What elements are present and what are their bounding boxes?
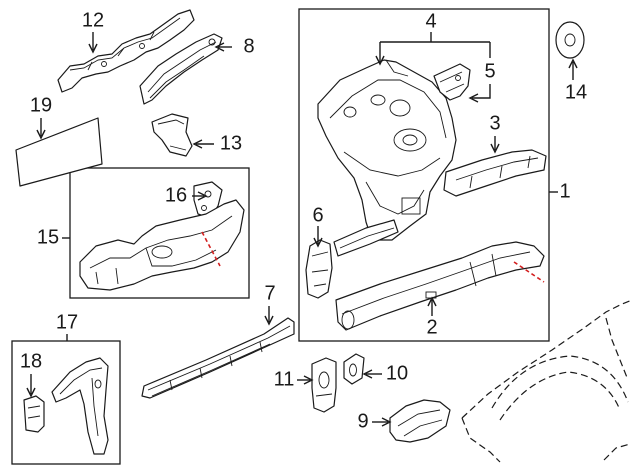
part-17-pillar <box>51 357 109 455</box>
callout-18: 18 <box>20 350 42 372</box>
part-5-bracket <box>433 63 471 101</box>
callout-5: 5 <box>484 60 495 82</box>
part-2-lower-rail <box>335 241 545 331</box>
callout-16: 16 <box>165 184 187 206</box>
part-14-plug <box>555 21 585 59</box>
callout-19: 19 <box>30 94 52 116</box>
part-15-apron-section <box>79 199 245 291</box>
callout-13: 13 <box>220 132 242 154</box>
callout-4: 4 <box>425 10 436 32</box>
part-3-upper-rail <box>443 149 547 197</box>
fender-outline <box>461 299 633 463</box>
callout-7: 7 <box>264 282 275 304</box>
callout-9: 9 <box>357 410 368 432</box>
callout-17: 17 <box>56 311 78 333</box>
part-8-reinforcement <box>139 33 223 105</box>
assembly-17-box <box>11 340 121 465</box>
callout-15: 15 <box>37 226 59 248</box>
callout-8: 8 <box>243 35 254 57</box>
callout-labels: 1 2 3 4 5 6 7 8 9 10 11 12 13 14 15 16 1… <box>20 9 587 432</box>
part-19-pad <box>15 117 103 187</box>
part-6-bracket <box>305 239 333 299</box>
callout-12: 12 <box>82 9 104 31</box>
callout-6: 6 <box>312 204 323 226</box>
part-inner-rail-lower <box>333 219 399 257</box>
part-9-bracket <box>389 399 451 443</box>
part-4-wheelhouse-apron <box>317 59 457 241</box>
callout-2: 2 <box>426 316 437 338</box>
part-10-bracket <box>343 353 365 385</box>
leader-lines <box>26 32 578 427</box>
callout-14: 14 <box>565 81 587 103</box>
part-11-bracket <box>311 357 337 413</box>
part-13-bracket <box>151 113 193 157</box>
callout-10: 10 <box>386 362 408 384</box>
callout-11: 11 <box>274 368 295 390</box>
part-18-bracket <box>23 395 45 433</box>
part-7-side-rail <box>141 317 295 399</box>
part-12-upper-bracket <box>57 9 195 93</box>
assembly-1-box <box>298 8 550 342</box>
callout-3: 3 <box>489 112 500 134</box>
callout-1: 1 <box>559 180 570 202</box>
assembly-15-box <box>69 167 250 299</box>
cut-line-rail <box>513 261 545 283</box>
